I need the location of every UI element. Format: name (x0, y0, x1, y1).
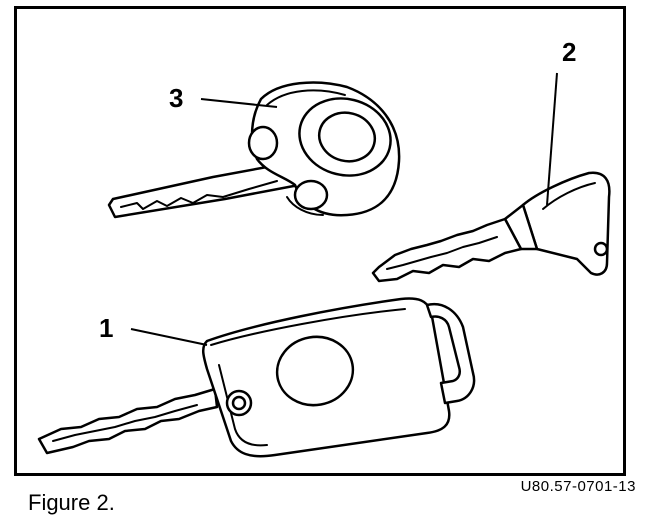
leader-1 (130, 328, 208, 346)
key-2-mechanical (371, 171, 611, 283)
leader-2 (546, 72, 558, 206)
figure-caption: Figure 2. (28, 490, 115, 515)
callout-3: 3 (169, 83, 183, 113)
key-illustration: 1 2 3 (37, 37, 611, 458)
callout-2: 2 (562, 37, 576, 67)
figure-frame: 1 2 3 (14, 6, 626, 476)
key-1-fob (37, 297, 476, 458)
callout-1: 1 (99, 313, 113, 343)
key-3-round-head (107, 81, 401, 219)
figure-code: U80.57-0701-13 (520, 478, 636, 495)
leader-3 (200, 98, 278, 108)
